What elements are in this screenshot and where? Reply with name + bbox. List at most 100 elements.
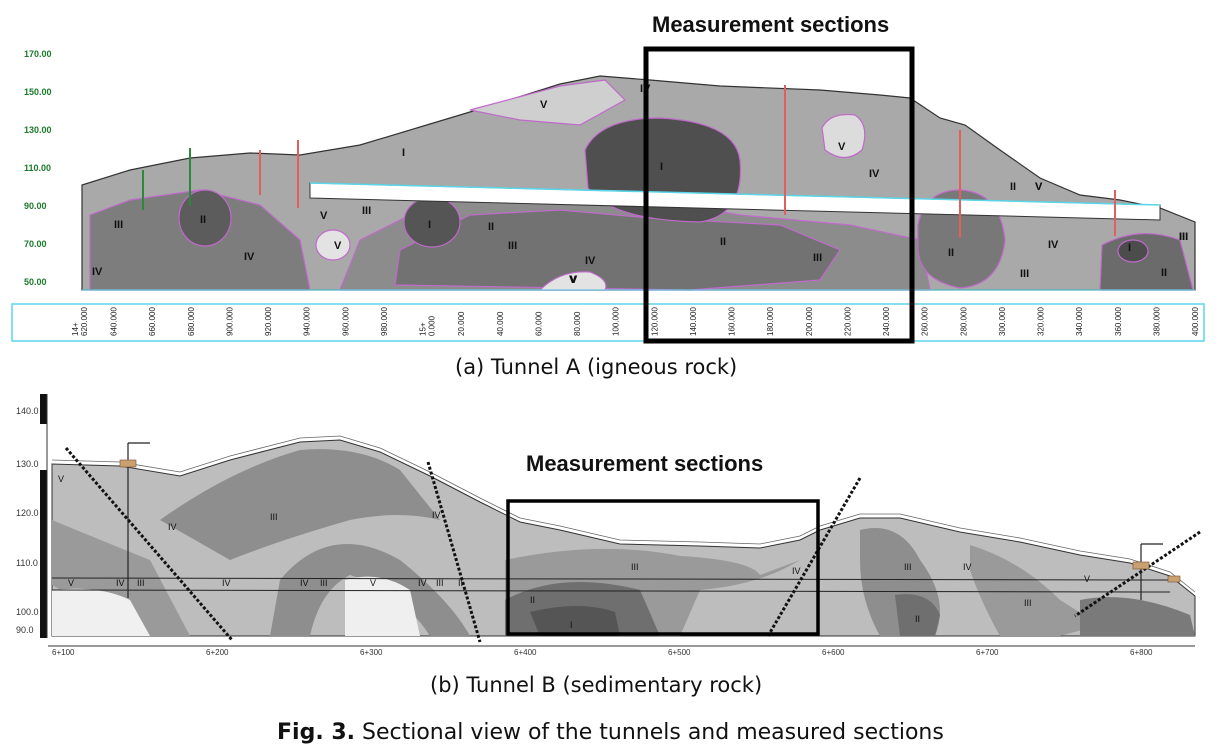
tunnel-b-rock-class-label: IV (116, 578, 125, 588)
tunnel-a-elevation-label: 130.00 (24, 125, 52, 135)
tunnel-a-station-label: 40.000 (496, 311, 505, 336)
tunnel-b-elevation-label: 120.0 (16, 508, 39, 518)
tunnel-a-rock-class-label: V (569, 274, 577, 286)
tunnel-a-rock-class-label: III (813, 252, 822, 264)
tunnel-b-zone-v-a (52, 588, 150, 636)
tunnel-a-rock-class-label: II (948, 247, 954, 259)
tunnel-b-rock-class-label: II (530, 595, 535, 605)
tunnel-b-elevation-label: 110.0 (16, 558, 38, 568)
tunnel-a-rock-class-label: IV (92, 266, 103, 278)
tunnel-a-rock-class-label: V (1035, 181, 1043, 193)
tunnel-a-rock-class-label: II (720, 236, 726, 248)
tunnel-a-rock-class-label: IV (1048, 239, 1059, 251)
tunnel-a-rock-class-label: III (1020, 268, 1029, 280)
tunnel-a-station-label: 260.000 (921, 307, 930, 336)
tunnel-b-rock-class-label: V (1084, 574, 1090, 584)
tunnel-a-rock-class-label: V (570, 274, 578, 286)
tunnel-a-station-label: 20.000 (457, 311, 466, 336)
tunnel-a-zone-v-right (821, 113, 866, 159)
tunnel-a-rock-class-label: IV (869, 168, 880, 180)
tunnel-b-elevation-label: 140.0 (16, 406, 39, 416)
tunnel-b-station-label: 6+100 (52, 648, 75, 657)
tunnel-a-station-label: 340.000 (1075, 307, 1084, 336)
tunnel-b-station-label: 6+700 (976, 648, 999, 657)
tunnel-a-rock-class-label: III (508, 240, 517, 252)
tunnel-a-rock-class-label: V (838, 141, 846, 153)
tunnel-b-station-label: 6+500 (668, 648, 691, 657)
tunnel-b-rock-class-label: III (436, 578, 444, 588)
tunnel-b-rock-class-label: IV (418, 578, 427, 588)
tunnel-a-boreholes-green (142, 148, 191, 210)
tunnel-a-elevation-label: 110.00 (24, 163, 51, 173)
tunnel-a-zone-v-low (315, 229, 351, 261)
tunnel-b-rock-class-label: IV (432, 510, 441, 520)
tunnel-a-elevation-label: 50.00 (24, 277, 47, 287)
tunnel-b-elevation-bar-1 (40, 394, 47, 424)
tunnel-a-station-label: 160.000 (728, 307, 737, 336)
tunnel-a-rock-class-label: II (200, 214, 206, 226)
tunnel-a-station-label: 60.000 (534, 311, 543, 336)
tunnel-a-station-band (11, 303, 1205, 342)
figure-caption-text: Sectional view of the tunnels and measur… (355, 720, 944, 745)
tunnel-a-measurement-box (643, 46, 915, 344)
tunnel-b-zone-ii-g (895, 594, 940, 636)
tunnel-a-station-label: 640.000 (110, 307, 119, 336)
tunnel-a-elevation-label: 150.00 (24, 87, 52, 97)
tunnel-b-elevation-bar-2 (40, 470, 47, 570)
tunnel-b-rock-class-label: III (270, 512, 278, 522)
tunnel-a-station-label: 660.000 (148, 307, 157, 336)
tunnel-b-faults (64, 447, 1201, 643)
tunnel-a-rock-class-label: I (1128, 242, 1131, 254)
tunnel-a-station-label: 960.000 (341, 307, 350, 336)
tunnel-a-zone-i-far-right (1117, 239, 1149, 263)
tunnel-b-boreholes (127, 442, 1163, 600)
tunnel-a-rock-class-label: III (114, 219, 123, 231)
tunnel-b-rock-class-label: II (915, 614, 920, 624)
tunnel-a-rock-class-label: IV (244, 251, 255, 263)
tunnel-a-rock-class-label: III (1179, 231, 1188, 243)
tunnel-b-zone-ii-i (1080, 597, 1195, 636)
tunnel-a-station-label: 900.000 (225, 307, 234, 336)
tunnel-a-zone-i-left (178, 189, 232, 247)
tunnel-a-station-label: 300.000 (998, 307, 1007, 336)
tunnel-b-rock-class-label: V (370, 578, 376, 588)
tunnel-a-station-label: 380.000 (1152, 307, 1161, 336)
tunnel-b-rock-class-label: III (631, 562, 639, 572)
tunnel-a-rock-class-label: V (540, 99, 548, 111)
tunnel-b-rock-class-label: III (137, 578, 145, 588)
tunnel-b-rock-class-label: V (58, 474, 64, 484)
tunnel-a-zone-v-bottom (538, 271, 607, 291)
tunnel-a-rock-class-label: V (320, 210, 328, 222)
tunnel-b-measurement-title: Measurement sections (526, 451, 764, 476)
tunnel-a-station-label: 240.000 (882, 307, 891, 336)
tunnel-a-caption: (a) Tunnel A (igneous rock) (455, 355, 738, 379)
tunnel-a-rock-class-label: II (1161, 267, 1167, 279)
tunnel-b-elevation-bar-3 (40, 570, 47, 638)
tunnel-a-rock-class-label: I (428, 219, 431, 231)
tunnel-a-station-label: 280.000 (959, 307, 968, 336)
tunnel-a-rock-class-label: V (334, 240, 342, 252)
tunnel-a-rock-class-label: I (660, 161, 663, 173)
tunnel-a-station-label: 80.000 (573, 311, 582, 336)
tunnel-a-measurement-title: Measurement sections (652, 12, 890, 37)
tunnel-a-station-label: 940.000 (303, 307, 312, 336)
tunnel-b-zone-iii-h (970, 545, 1100, 636)
tunnel-a-rock-class-label: V (1035, 181, 1043, 193)
tunnel-b-zone-iii-a (160, 449, 440, 560)
tunnel-a-station-label: 980.000 (380, 307, 389, 336)
tunnel-a-rock-class-label: IV (585, 255, 596, 267)
tunnel-a-station-label: 320.000 (1037, 307, 1046, 336)
tunnel-a-rock-class-label: III (1179, 231, 1188, 243)
tunnel-a-elevation-label: 70.00 (24, 239, 47, 249)
tunnel-b-station-label: 6+800 (1130, 648, 1153, 657)
tunnel-a-station-label: 14+620.000 (71, 307, 89, 336)
tunnel-a-zone-v-top (469, 79, 626, 126)
tunnel-b-rock-class-label: III (1024, 598, 1032, 608)
tunnel-a-station-label: 400.000 (1191, 307, 1200, 336)
tunnel-a-station-label: 680.000 (187, 307, 196, 336)
tunnel-b-zone-i (530, 606, 620, 636)
